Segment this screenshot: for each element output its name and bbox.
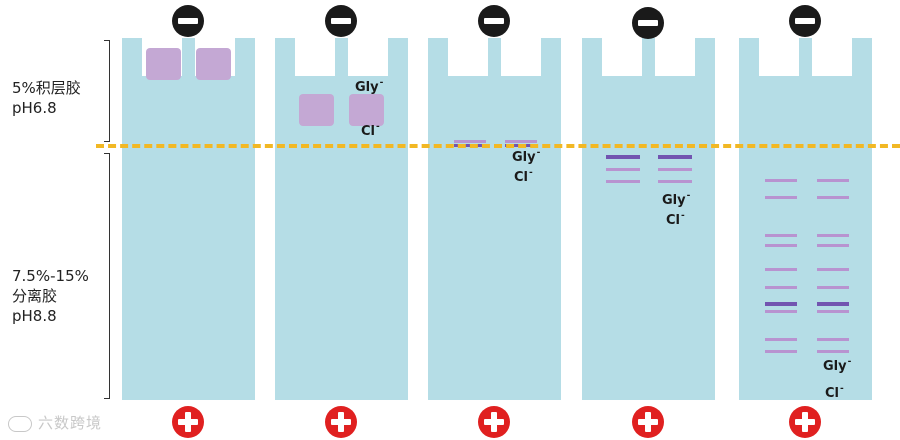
watermark-logo-icon [8,416,32,432]
separating-gel-bracket [104,153,110,399]
cathode-icon [324,4,358,38]
stacking-gel-bracket [104,40,110,142]
protein-band [765,302,797,306]
gel-panel-stage-3: Gly- Cl- [428,38,561,400]
gel-panel-stage-2: Gly- Cl- [275,38,408,400]
protein-band [606,168,640,171]
separating-gel-concentration: 7.5%-15% [12,266,89,286]
protein-band [817,350,849,353]
gel-diagram-stage-3 [428,38,561,400]
protein-band [765,310,797,313]
anode-icon [631,405,665,439]
separating-gel-ph: pH8.8 [12,306,89,326]
anode-icon [477,405,511,439]
stacking-gel-ph: pH6.8 [12,98,81,118]
gel-panel-stage-1 [122,38,255,400]
separating-gel-name: 分离胶 [12,286,89,306]
cathode-icon [477,4,511,38]
protein-band [817,196,849,199]
sample-band [299,94,334,126]
protein-band [817,268,849,271]
glycine-ion-label: Gly- [355,80,383,95]
sample-band [196,48,231,80]
stacking-gel-label: 5%积层胶 pH6.8 [12,78,81,118]
glycine-ion-label: Gly- [662,193,690,208]
separating-gel-label: 7.5%-15% 分离胶 pH8.8 [12,266,89,326]
anode-icon [171,405,205,439]
watermark-text: 六数跨境 [38,414,102,432]
protein-band [765,338,797,341]
cathode-icon [631,6,665,40]
gel-panel-stage-4: Gly- Cl- [582,38,715,400]
protein-band [454,140,486,143]
protein-band [658,180,692,183]
anode-icon [324,405,358,439]
protein-band [817,302,849,306]
gel-diagram-stage-4 [582,38,715,400]
protein-band [658,168,692,171]
protein-band [765,234,797,237]
protein-band [817,179,849,182]
stacking-gel-concentration: 5%积层胶 [12,78,81,98]
chloride-ion-label: Cl- [666,213,685,228]
gel-body [275,38,408,400]
protein-band [765,286,797,289]
protein-band [817,310,849,313]
protein-band [765,268,797,271]
gel-body [582,38,715,400]
anode-icon [788,405,822,439]
cathode-icon [788,4,822,38]
gel-diagram-stage-1 [122,38,255,400]
gel-body [739,38,872,400]
protein-band [658,155,692,159]
chloride-ion-label: Cl- [514,170,533,185]
gel-body [122,38,255,400]
watermark: 六数跨境 [8,412,102,433]
chloride-ion-label: Cl- [361,124,380,139]
gel-diagram-stage-2 [275,38,408,400]
protein-band [817,234,849,237]
protein-band [606,155,640,159]
gel-panel-stage-5: Gly- Cl- [739,38,872,400]
glycine-ion-label: Gly- [823,359,851,374]
glycine-ion-label: Gly- [512,150,540,165]
protein-band [606,180,640,183]
protein-band [817,338,849,341]
chloride-ion-label: Cl- [825,386,844,401]
protein-band [765,196,797,199]
gel-boundary-line [96,144,900,148]
sample-band [146,48,181,80]
cathode-icon [171,4,205,38]
protein-band [765,179,797,182]
protein-band [817,286,849,289]
protein-band [817,244,849,247]
gel-body [428,38,561,400]
protein-band [505,140,537,143]
gel-diagram-stage-5 [739,38,872,400]
protein-band [765,244,797,247]
protein-band [765,350,797,353]
